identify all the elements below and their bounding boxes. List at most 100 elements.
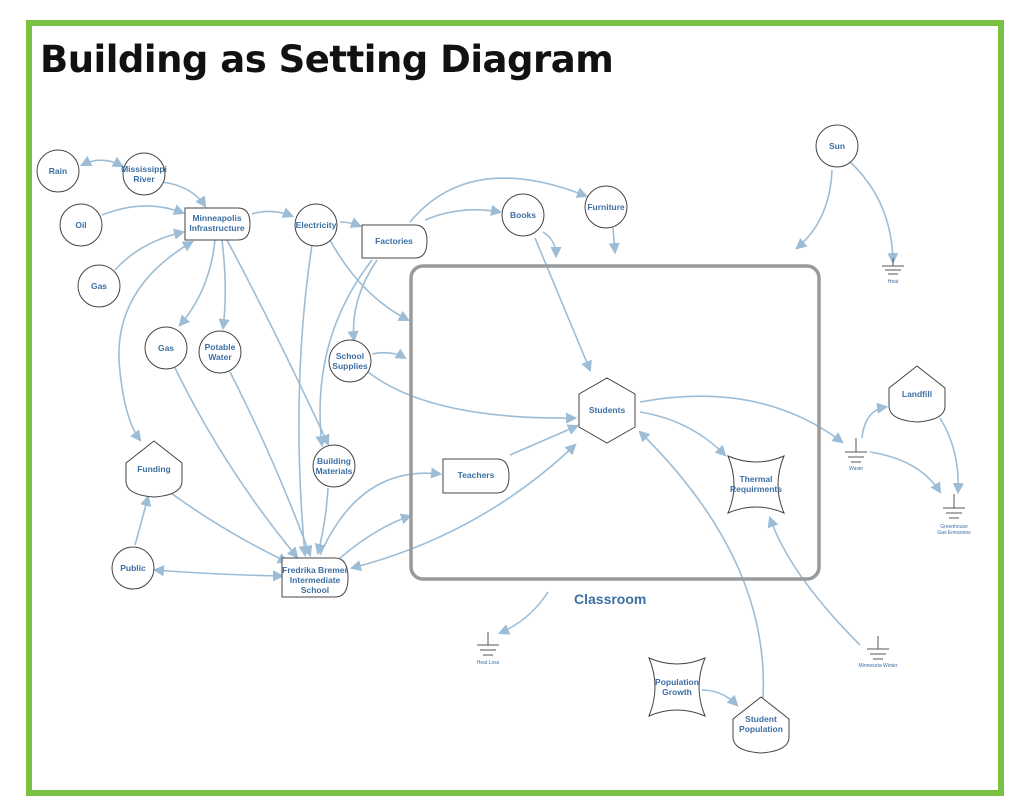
svg-text:Thermal: Thermal	[739, 474, 772, 484]
node-population-growth: Population Growth	[648, 657, 706, 717]
edge-oil-infrastructure	[101, 204, 186, 216]
edge-public-funding	[134, 494, 152, 546]
svg-text:School: School	[301, 585, 329, 595]
edge-infrastructure-gas	[178, 239, 216, 327]
svg-text:Population: Population	[655, 677, 699, 687]
svg-text:Gas: Gas	[91, 281, 107, 291]
node-rain: Rain	[36, 149, 80, 193]
svg-text:Growth: Growth	[662, 687, 692, 697]
edge-gas-infrastructure	[114, 228, 186, 271]
svg-text:Heat Loss: Heat Loss	[477, 660, 500, 666]
svg-text:Students: Students	[589, 405, 626, 415]
node-electricity: Electricity	[294, 203, 338, 247]
svg-text:Materials: Materials	[316, 466, 353, 476]
svg-text:Infrastructure: Infrastructure	[189, 223, 245, 233]
edge-winter-thermal	[767, 515, 861, 646]
svg-text:Supplies: Supplies	[332, 361, 368, 371]
svg-text:Electricity: Electricity	[296, 220, 337, 230]
svg-text:Requirments: Requirments	[730, 484, 782, 494]
node-oil: Oil	[59, 203, 103, 247]
edge-teachers-students	[509, 424, 580, 456]
classroom-label: Classroom	[574, 591, 646, 607]
edge-infrastructure-electricity	[251, 207, 295, 218]
svg-text:River: River	[133, 174, 155, 184]
edge-electricity-classroom	[329, 239, 410, 322]
node-heat-sink: Heat	[882, 258, 904, 285]
edge-school-classroom	[339, 513, 413, 559]
edge-sun-left	[795, 169, 833, 250]
svg-text:Public: Public	[120, 563, 146, 573]
node-students: Students	[578, 377, 636, 444]
node-teachers: Teachers	[442, 458, 510, 494]
svg-text:Factories: Factories	[375, 236, 413, 246]
svg-text:Oil: Oil	[75, 220, 86, 230]
svg-text:Heat: Heat	[888, 279, 899, 285]
edge-water-school	[229, 371, 313, 558]
svg-text:Rain: Rain	[49, 166, 67, 176]
edge-students-thermal	[639, 411, 727, 457]
edge-factories-furniture	[409, 177, 589, 223]
page-title: Building as Setting Diagram	[40, 38, 614, 81]
node-factories: Factories	[361, 224, 428, 259]
classroom-region: Classroom	[409, 264, 821, 607]
node-potable-water: Potable Water	[198, 330, 242, 374]
svg-text:Teachers: Teachers	[458, 470, 495, 480]
svg-text:Funding: Funding	[137, 464, 171, 474]
edge-materials-school	[314, 487, 329, 556]
svg-text:School: School	[336, 351, 364, 361]
edge-electricity-factories	[339, 217, 363, 228]
svg-text:Student: Student	[745, 714, 777, 724]
edge-factories-supplies	[347, 259, 378, 343]
svg-text:Fredrika Bremer: Fredrika Bremer	[282, 565, 348, 575]
svg-text:Gas: Gas	[158, 343, 174, 353]
node-minneapolis-infrastructure: Minneapolis Infrastructure	[184, 207, 251, 241]
node-gas-source: Gas	[77, 264, 121, 308]
node-landfill: Landfill	[888, 365, 946, 423]
edge-factories-materials	[315, 259, 373, 448]
edge-school-funding	[158, 483, 290, 564]
edge-students-school	[349, 443, 577, 572]
node-sun: Sun	[815, 124, 859, 168]
edge-sun-heat	[847, 159, 899, 265]
svg-text:Waste: Waste	[849, 466, 863, 472]
node-heat-loss-sink: Heat Loss	[477, 632, 500, 666]
svg-text:Minneapolis: Minneapolis	[192, 213, 241, 223]
edge-rain-river	[79, 155, 124, 168]
edge-students-waste	[639, 395, 844, 444]
edge-gas-school	[174, 367, 299, 559]
edge-infrastructure-funding	[118, 240, 194, 442]
node-mississippi-river: Mississippi River	[121, 152, 167, 196]
node-funding: Funding	[125, 440, 183, 498]
node-gas: Gas	[144, 326, 188, 370]
node-greenhouse-sink: Greenhouse Gas Emissions	[937, 494, 971, 536]
edge-furniture-down	[608, 227, 620, 255]
node-school-supplies: School Supplies	[328, 339, 372, 383]
node-books: Books	[501, 193, 545, 237]
svg-text:Sun: Sun	[829, 141, 845, 151]
edge-waste-landfill	[861, 402, 889, 439]
svg-text:Landfill: Landfill	[902, 389, 932, 399]
svg-text:Greenhouse: Greenhouse	[940, 524, 968, 530]
node-thermal-requirements: Thermal Requirments	[727, 455, 785, 514]
svg-text:Mississippi: Mississippi	[121, 164, 167, 174]
edge-waste-greenhouse	[869, 451, 942, 494]
node-student-population: Student Population	[732, 696, 790, 754]
edge-infrastructure-water	[218, 239, 230, 331]
svg-text:Building: Building	[317, 456, 351, 466]
svg-text:Furniture: Furniture	[587, 202, 625, 212]
svg-text:Water: Water	[208, 352, 232, 362]
svg-text:Potable: Potable	[205, 342, 236, 352]
node-public: Public	[111, 546, 155, 590]
node-furniture: Furniture	[584, 185, 628, 229]
svg-text:Minnesota Winter: Minnesota Winter	[859, 663, 898, 669]
edge-factories-books	[424, 204, 503, 221]
edge-books-students	[534, 237, 592, 373]
diagram-frame	[26, 20, 1004, 796]
edge-electricity-school	[298, 244, 313, 558]
edge-public-school	[152, 565, 285, 582]
node-building-materials: Building Materials	[312, 444, 356, 488]
edges	[79, 155, 965, 707]
edge-books-down	[542, 231, 562, 259]
edge-landfill-greenhouse	[939, 417, 965, 495]
